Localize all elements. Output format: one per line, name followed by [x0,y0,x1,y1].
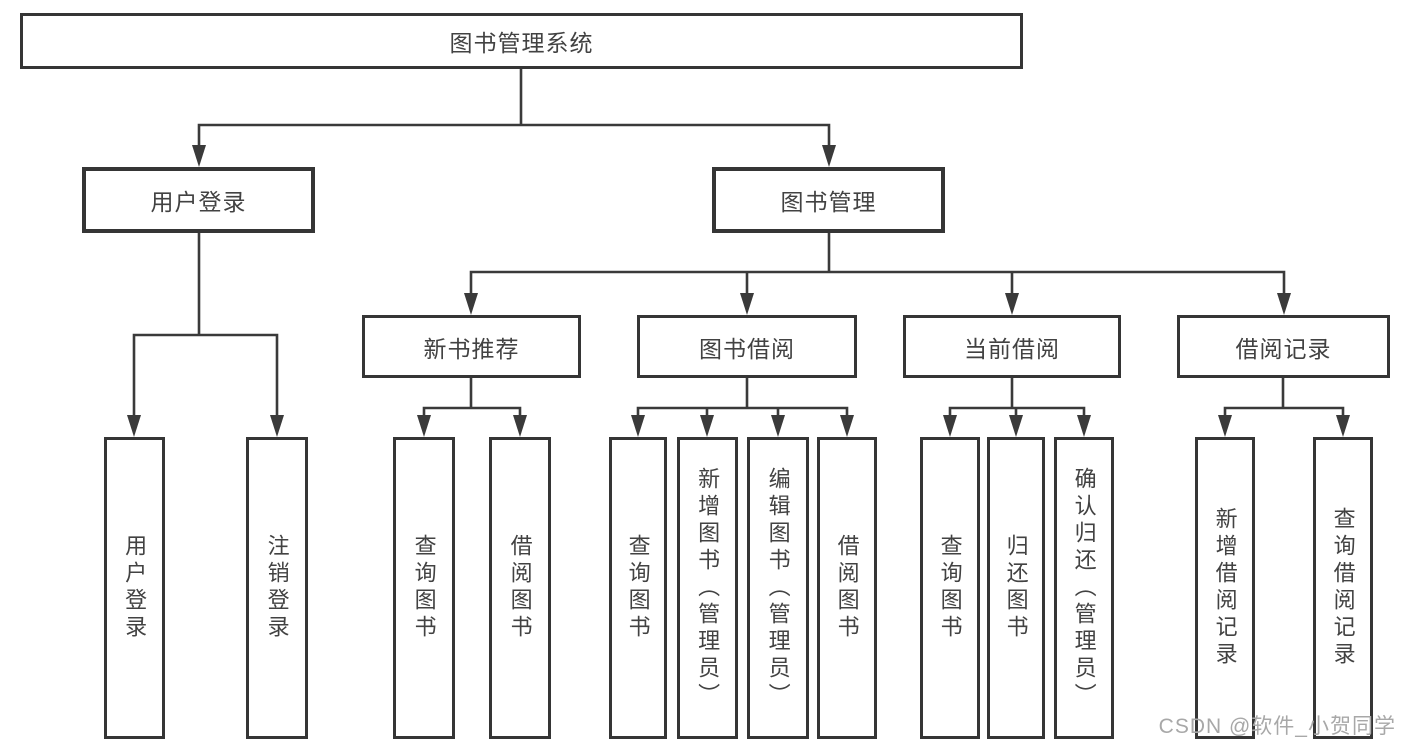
csdn-watermark: CSDN @软件_小贺同学 [1158,715,1396,738]
leaf-borrow-books-recommend: 借阅图书 [489,437,551,739]
leaf-return-books: 归还图书 [987,437,1045,739]
node-borrowing-records: 借阅记录 [1177,315,1390,378]
node-user-login: 用户登录 [82,167,315,233]
leaf-logout: 注销登录 [246,437,308,739]
node-book-management: 图书管理 [712,167,945,233]
leaf-user-login: 用户登录 [104,437,165,739]
node-library-management-system: 图书管理系统 [20,13,1023,69]
node-new-book-recommendation: 新书推荐 [362,315,581,378]
leaf-confirm-return-admin: 确认归还（管理员） [1054,437,1114,739]
node-book-borrowing: 图书借阅 [637,315,857,378]
leaf-query-borrow-record: 查询借阅记录 [1313,437,1373,739]
leaf-query-books-current: 查询图书 [920,437,980,739]
leaf-add-borrow-record: 新增借阅记录 [1195,437,1255,739]
leaf-borrow-books: 借阅图书 [817,437,877,739]
leaf-add-books-admin: 新增图书（管理员） [677,437,738,739]
leaf-query-books-recommend: 查询图书 [393,437,455,739]
node-current-borrowing: 当前借阅 [903,315,1121,378]
leaf-query-books-borrowing: 查询图书 [609,437,667,739]
leaf-edit-books-admin: 编辑图书（管理员） [747,437,809,739]
